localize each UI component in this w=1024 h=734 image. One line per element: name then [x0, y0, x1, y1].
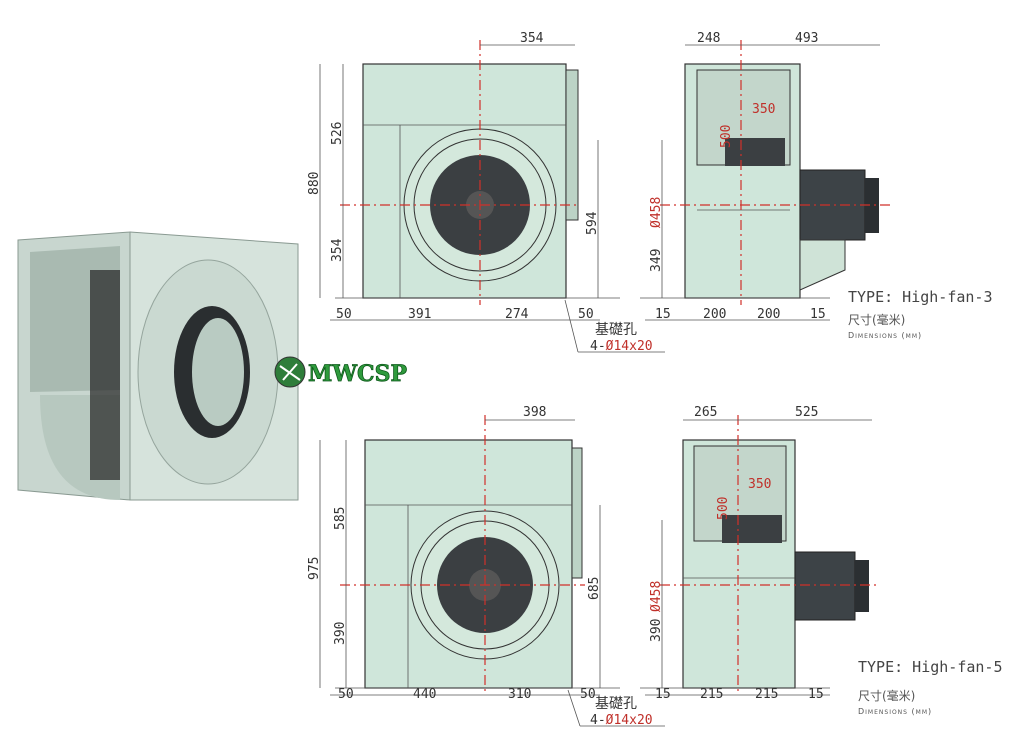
dim-side-b1: 15 [655, 687, 671, 702]
dim-side-b4: 15 [810, 307, 826, 322]
dim-side-height: 349 [649, 249, 664, 272]
svg-text:MWCSP: MWCSP [308, 361, 407, 387]
dim-side-b1: 15 [655, 307, 671, 322]
dim-b4: 50 [578, 307, 594, 322]
dim-b3: 310 [508, 687, 531, 702]
dim-upper: 526 [330, 122, 345, 145]
anchor-hole-spec: 4-Ø14x20 [590, 339, 653, 354]
dim-side-b3: 215 [755, 687, 778, 702]
dim-lower: 354 [330, 238, 345, 262]
dim-inner-width: 350 [748, 477, 771, 492]
dim-side-t2: 525 [795, 405, 818, 420]
dim-total-height: 975 [307, 557, 322, 580]
dim-diameter: Ø458 [649, 581, 664, 612]
dim-lower: 390 [333, 622, 348, 645]
dim-side-t2: 493 [795, 31, 818, 46]
dim-b4: 50 [580, 687, 596, 702]
dim-upper: 585 [333, 507, 348, 530]
bottom-side-view [640, 415, 880, 696]
top-side-view [640, 40, 890, 321]
mwcsp-logo: MWCSP [274, 356, 407, 388]
dim-diameter: Ø458 [649, 197, 664, 228]
dim-inner-height: 500 [719, 125, 734, 148]
dim-side-b2: 200 [703, 307, 726, 322]
dim-side-b4: 15 [808, 687, 824, 702]
units-en: Dimensions (mm) [858, 707, 932, 716]
dim-side-t1: 265 [694, 405, 717, 420]
dim-top-front-354: 354 [520, 31, 544, 46]
dim-top-front-398: 398 [523, 405, 546, 420]
dim-side-t1: 248 [697, 31, 720, 46]
anchor-hole-label: 基礎孔 [595, 695, 637, 712]
dim-b1: 50 [336, 307, 352, 322]
dim-b3: 274 [505, 307, 529, 322]
dim-right: 685 [587, 577, 602, 600]
top-front-view [319, 40, 620, 321]
dim-side-b3: 200 [757, 307, 780, 322]
dim-b2: 391 [408, 307, 431, 322]
anchor-hole-label: 基礎孔 [595, 321, 637, 338]
dim-side-b2: 215 [700, 687, 723, 702]
type-label: TYPE: High-fan-3 [848, 288, 993, 306]
anchor-hole-spec: 4-Ø14x20 [590, 713, 653, 728]
dim-inner-width: 350 [752, 102, 775, 117]
fan-product-photo [17, 231, 299, 501]
dim-right: 594 [585, 211, 600, 235]
dim-total-height: 880 [307, 172, 322, 195]
dim-inner-height: 500 [716, 497, 731, 520]
units-cn: 尺寸(毫米) [858, 688, 915, 703]
dim-side-height: 390 [649, 619, 664, 642]
dim-b1: 50 [338, 687, 354, 702]
units-en: Dimensions (mm) [848, 331, 922, 340]
units-cn: 尺寸(毫米) [848, 312, 905, 327]
bottom-front-view [319, 415, 620, 696]
type-label: TYPE: High-fan-5 [858, 658, 1003, 676]
dim-b2: 440 [413, 687, 436, 702]
